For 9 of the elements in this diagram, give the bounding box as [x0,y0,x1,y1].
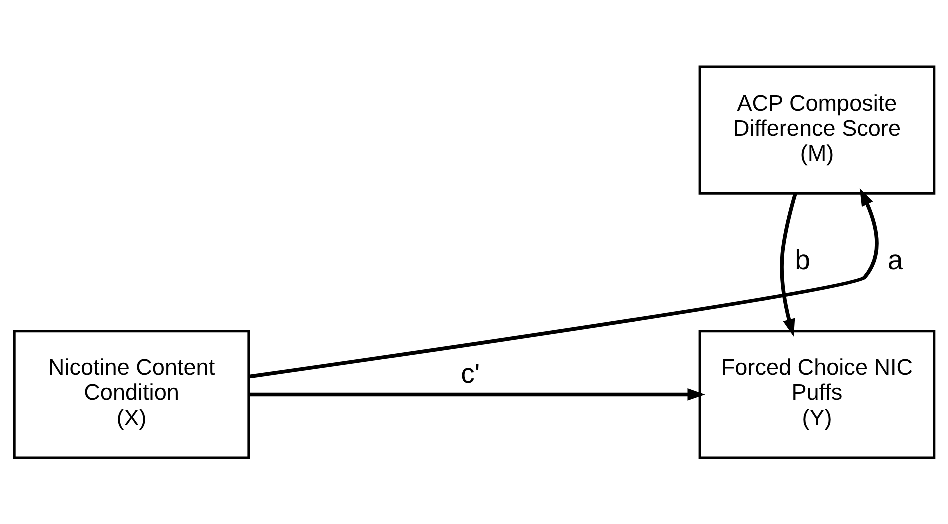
node-box: ACP Composite Difference Score (M) [698,65,936,194]
arrow [248,388,705,400]
node-box: Nicotine Content Condition (X) [12,330,250,459]
edge-label: b [794,244,810,276]
arrow [248,188,878,378]
arrow [780,192,797,336]
edge-label: a [887,244,903,276]
node-box: Forced Choice NIC Puffs (Y) [698,330,936,459]
edge-label: c' [460,357,480,388]
